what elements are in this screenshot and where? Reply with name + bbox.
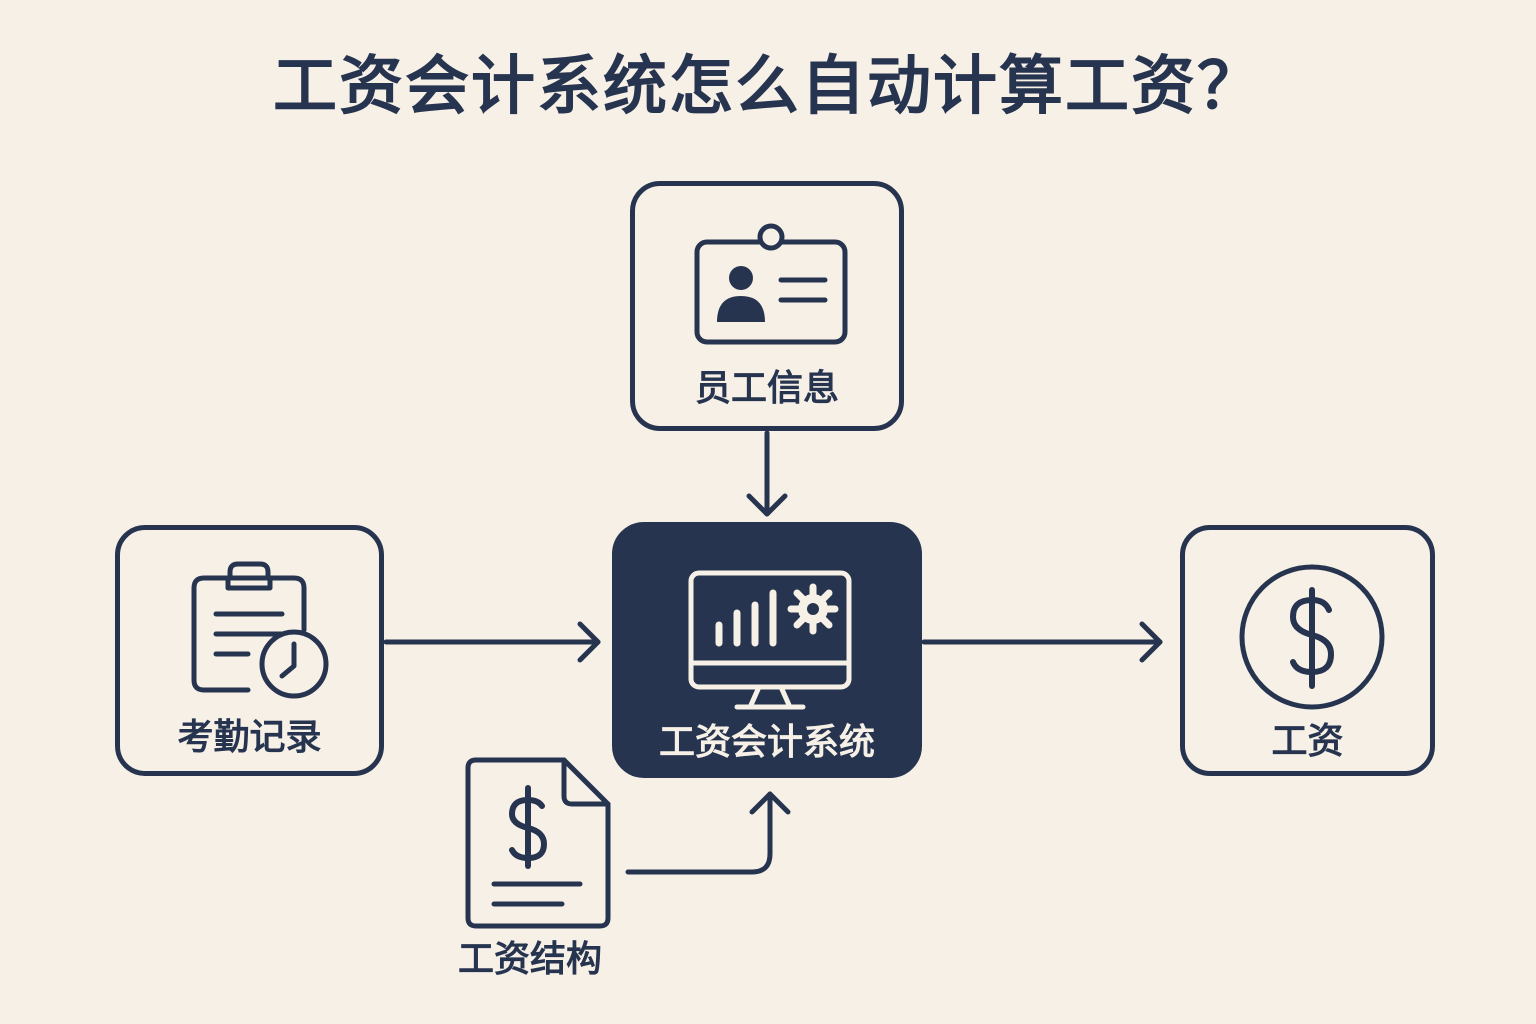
staff-info-label: 员工信息	[694, 368, 839, 409]
arrow-staff-to-system	[746, 430, 788, 517]
staff-info-node: 员工信息	[630, 181, 904, 431]
arrow-structure-to-system	[625, 791, 791, 875]
payroll-system-label: 工资会计系统	[658, 722, 875, 763]
clipboard-clock-icon	[191, 561, 329, 699]
arrow-system-to-salary	[921, 621, 1163, 663]
salary-node: 工资	[1180, 525, 1435, 776]
arrow-attendance-to-system	[383, 621, 601, 663]
monitor-chart-gear-icon	[688, 570, 852, 710]
page-title: 工资会计系统怎么自动计算工资？	[273, 50, 1263, 124]
dollar-coin-icon	[1239, 564, 1385, 710]
attendance-label: 考勤记录	[177, 717, 322, 758]
salary-structure-label: 工资结构	[457, 939, 602, 980]
salary-label: 工资	[1271, 721, 1344, 762]
dollar-document-icon	[465, 757, 611, 929]
attendance-node: 考勤记录	[115, 525, 384, 776]
id-badge-icon	[694, 223, 848, 345]
payroll-system-node: 工资会计系统	[612, 522, 922, 778]
